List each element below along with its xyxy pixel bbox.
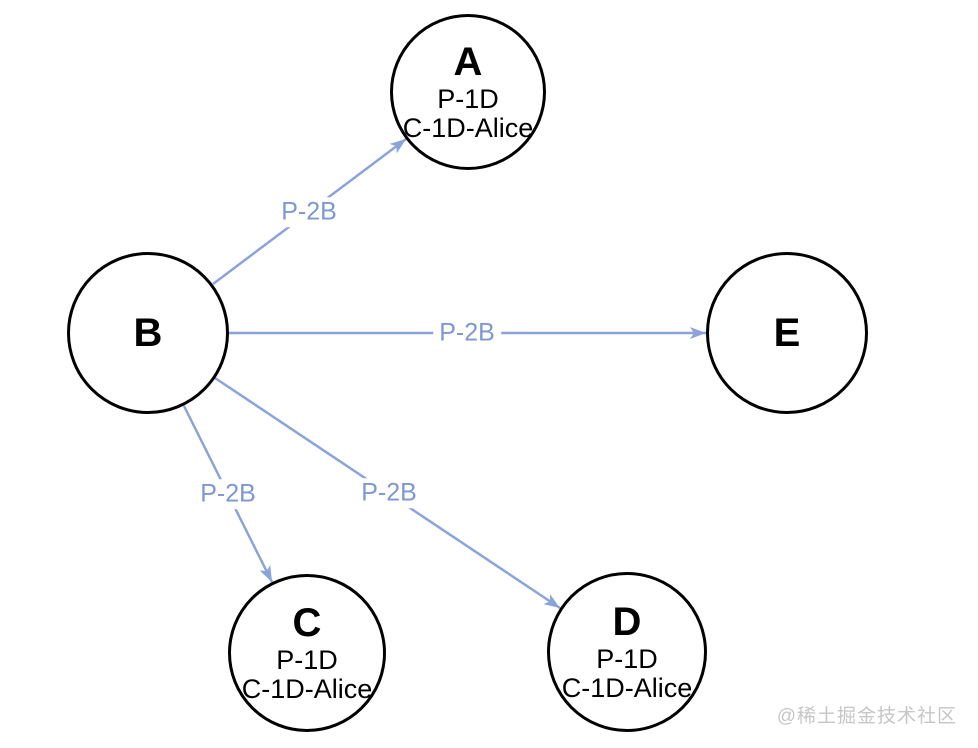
node-c: C P-1D C-1D-Alice [228,574,386,732]
node-e: E [706,252,868,414]
edge-label-b-to-c: P-2B [194,479,262,509]
node-d-title: D [612,600,642,645]
node-a-title: A [453,40,483,85]
node-c-line2: C-1D-Alice [241,674,373,705]
node-b-title: B [133,310,163,355]
node-c-line1: P-1D [276,645,338,676]
edge-label-b-to-e: P-2B [433,318,501,348]
node-a-line2: C-1D-Alice [402,113,534,144]
edge-label-b-to-d: P-2B [355,478,423,508]
node-d-line2: C-1D-Alice [561,673,693,704]
node-a-line1: P-1D [437,84,499,115]
edge-label-b-to-a: P-2B [275,197,343,227]
watermark-text: @稀土掘金技术社区 [776,706,957,727]
node-e-title: E [773,310,801,355]
node-d-line1: P-1D [596,644,658,675]
node-a: A P-1D C-1D-Alice [390,14,546,170]
node-d: D P-1D C-1D-Alice [547,572,707,732]
node-c-title: C [292,601,322,646]
node-b: B [67,252,229,414]
